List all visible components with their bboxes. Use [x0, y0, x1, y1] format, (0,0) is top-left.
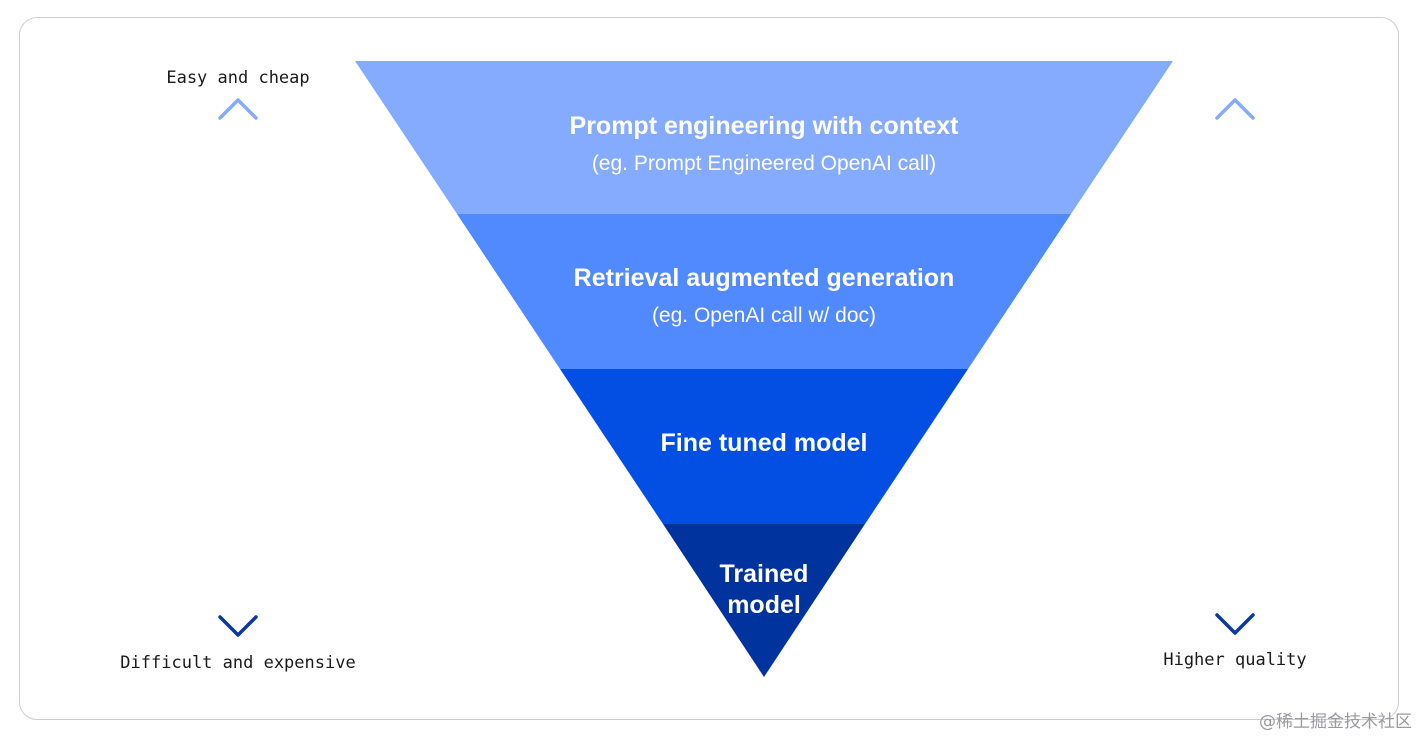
tier-prompt-engineering-subtitle: (eg. Prompt Engineered OpenAI call) — [592, 152, 936, 175]
tier-retrieval-augmented-subtitle: (eg. OpenAI call w/ doc) — [652, 304, 876, 327]
tier-retrieval-augmented-title: Retrieval augmented generation — [574, 264, 955, 292]
tier-prompt-engineering-title: Prompt engineering with context — [570, 112, 960, 140]
left-axis-bottom-label: Difficult and expensive — [120, 653, 355, 673]
left-double-arrow-icon — [218, 98, 258, 637]
tier-trained-model — [663, 524, 865, 677]
tier-fine-tuned-title: Fine tuned model — [661, 429, 868, 457]
tier-trained-model-title-line2: model — [727, 591, 801, 619]
right-axis-bottom-label: Higher quality — [1163, 650, 1306, 670]
tier-trained-model-title-line1: Trained — [720, 560, 809, 588]
left-axis-top-label: Easy and cheap — [166, 68, 309, 88]
tier-fine-tuned — [560, 369, 968, 524]
tier-prompt-engineering — [355, 61, 1173, 214]
right-double-arrow-icon — [1215, 98, 1255, 635]
tier-retrieval-augmented — [457, 214, 1071, 369]
watermark-text: @稀土掘金技术社区 — [1259, 712, 1412, 732]
